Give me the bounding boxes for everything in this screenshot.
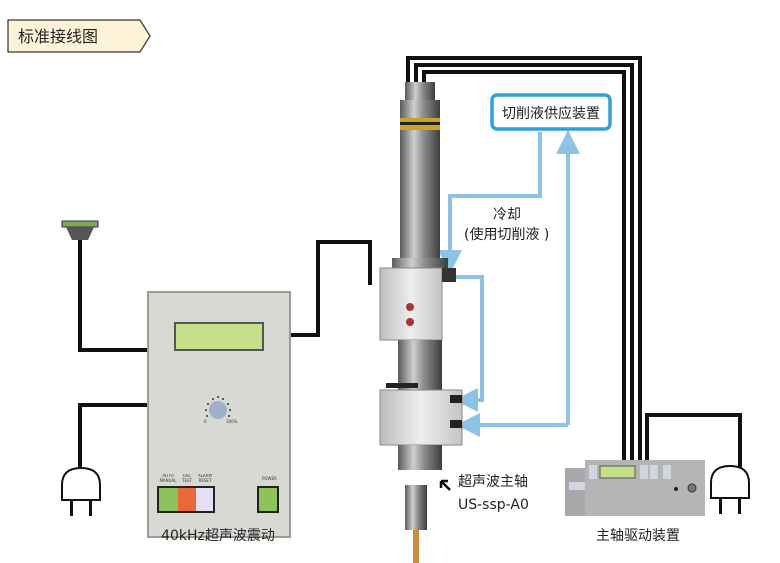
coolant-supply-box	[490, 93, 612, 131]
cables	[78, 56, 742, 470]
power-plug-left-icon	[61, 466, 101, 516]
cable-generator-to-spindle	[290, 240, 372, 337]
ultrasonic-spindle	[379, 82, 463, 563]
pipe-supply-to-spindle	[438, 132, 542, 274]
cup-sensor-icon	[61, 220, 99, 240]
auto-manual-button[interactable]	[159, 488, 178, 511]
cable-generator-to-plug	[78, 403, 148, 470]
cooling-label: 冷却	[493, 207, 521, 223]
spindle-driver	[565, 460, 705, 516]
pipe-loop	[454, 275, 484, 412]
power-label: POWER	[262, 476, 277, 481]
coolant-pipes	[438, 130, 580, 437]
cable-cup-to-generator	[78, 240, 148, 352]
btn-label-osc: OSC TEST	[182, 474, 192, 483]
spindle-pointer-arrow-icon	[439, 479, 451, 491]
power-button[interactable]	[259, 488, 277, 511]
cable-spindle-to-driver-2	[414, 63, 634, 460]
ultrasonic-generator: 0 100% AUTO MANUAL OSC TEST ALARM RESET …	[147, 291, 291, 538]
knob-icon: 0 100%	[204, 396, 238, 424]
driver-label: 主轴驱动装置	[596, 528, 680, 544]
generator-label: 40kHz超声波震动	[161, 528, 275, 544]
btn-label-auto: AUTO MANUAL	[159, 474, 177, 483]
alarm-reset-button[interactable]	[196, 488, 213, 511]
power-plug-right-icon	[710, 464, 750, 514]
osc-test-button[interactable]	[178, 488, 196, 511]
btn-label-alarm: ALARM RESET	[197, 474, 213, 483]
cable-spindle-to-driver-1	[406, 56, 642, 460]
cooling-note: (使用切削液 )	[464, 226, 549, 243]
cable-driver-to-plug	[645, 413, 742, 470]
title-tag: 标准接线图	[7, 19, 151, 53]
generator-lcd	[174, 322, 264, 351]
coolant-supply-label: 切削液供应装置	[502, 105, 600, 122]
knob-max: 100%	[226, 419, 238, 424]
spindle-label: 超声波主轴	[458, 474, 528, 490]
title-text: 标准接线图	[18, 27, 98, 46]
knob-min: 0	[204, 419, 207, 424]
cable-spindle-to-driver-3	[422, 70, 626, 460]
spindle-model: US-ssp-A0	[458, 497, 529, 513]
